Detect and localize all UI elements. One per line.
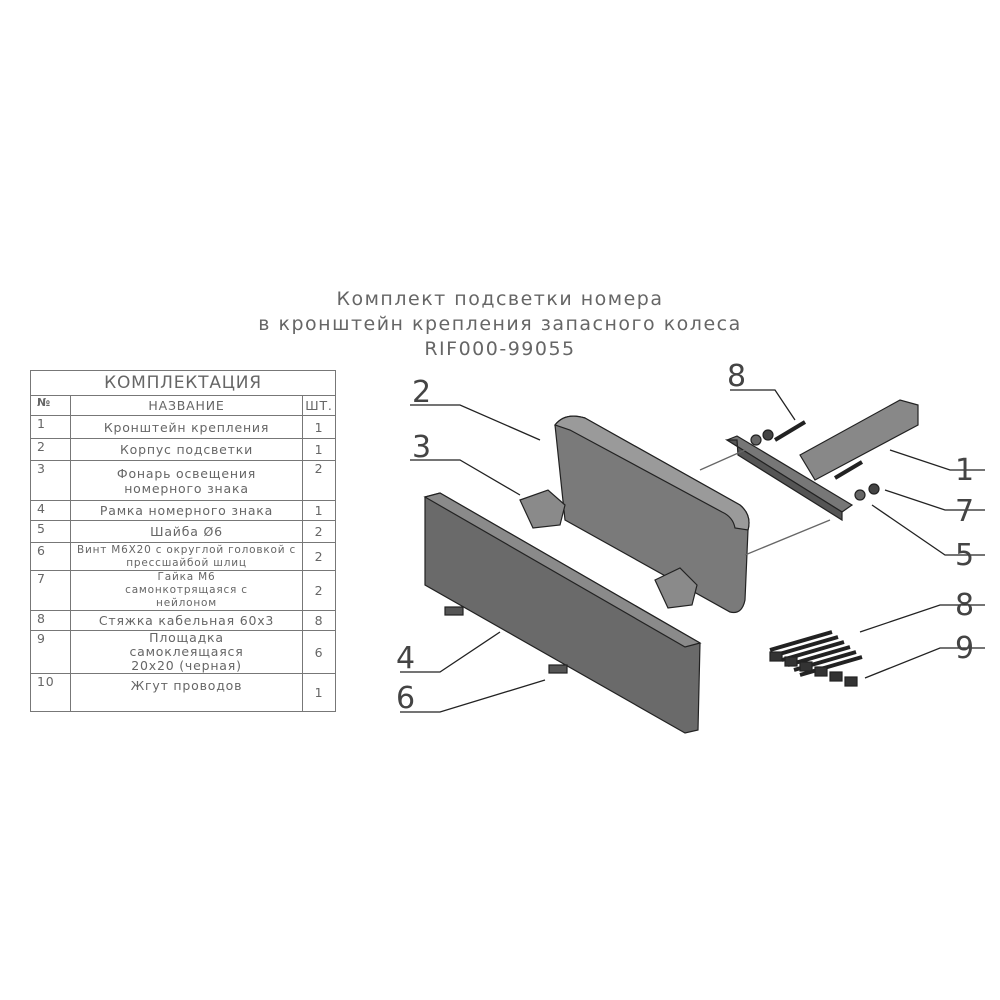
- row-name: Жгут проводов: [70, 673, 303, 712]
- callout-1: 1: [955, 453, 974, 488]
- row-num: 9: [30, 630, 71, 674]
- washer: [854, 489, 866, 501]
- nut: [868, 483, 880, 495]
- callout-7: 7: [955, 494, 974, 529]
- lamp-left: [519, 489, 566, 529]
- callout-5: 5: [955, 538, 974, 573]
- callout-6: 6: [396, 681, 415, 716]
- washer: [750, 434, 762, 446]
- row-name: Стяжка кабельная 60х3: [70, 610, 303, 631]
- table-caption: КОМПЛЕКТАЦИЯ: [30, 370, 336, 396]
- header-qty: ШТ.: [302, 395, 336, 416]
- row-name: Рамка номерного знака: [70, 500, 303, 521]
- screw: [444, 606, 464, 616]
- callout-8-top: 8: [727, 359, 746, 394]
- callout-3: 3: [412, 430, 431, 465]
- row-qty: 1: [302, 673, 336, 712]
- adhesive-pads: [769, 651, 858, 687]
- part-code: RIF000-99055: [424, 338, 576, 360]
- callout-2: 2: [412, 375, 431, 410]
- row-name: Гайка М6 самонкотрящаяся с нейлоном: [70, 570, 303, 611]
- row-num: 1: [30, 415, 71, 439]
- row-name: Винт М6Х20 с округлой головкой с прессша…: [70, 542, 303, 571]
- title-line-1: Комплект подсветки номера: [336, 288, 664, 310]
- row-name: Фонарь освещения номерного знака: [70, 460, 303, 501]
- screw: [548, 664, 568, 674]
- row-num: 10: [30, 673, 71, 712]
- callout-4: 4: [396, 641, 415, 676]
- lamp-right: [654, 567, 698, 609]
- callout-8: 8: [955, 588, 974, 623]
- row-name: Корпус подсветки: [70, 438, 303, 461]
- callout-9: 9: [955, 631, 974, 666]
- row-qty: 1: [302, 500, 336, 521]
- title-line-2: в кронштейн крепления запасного колеса: [258, 313, 742, 335]
- nut: [762, 429, 774, 441]
